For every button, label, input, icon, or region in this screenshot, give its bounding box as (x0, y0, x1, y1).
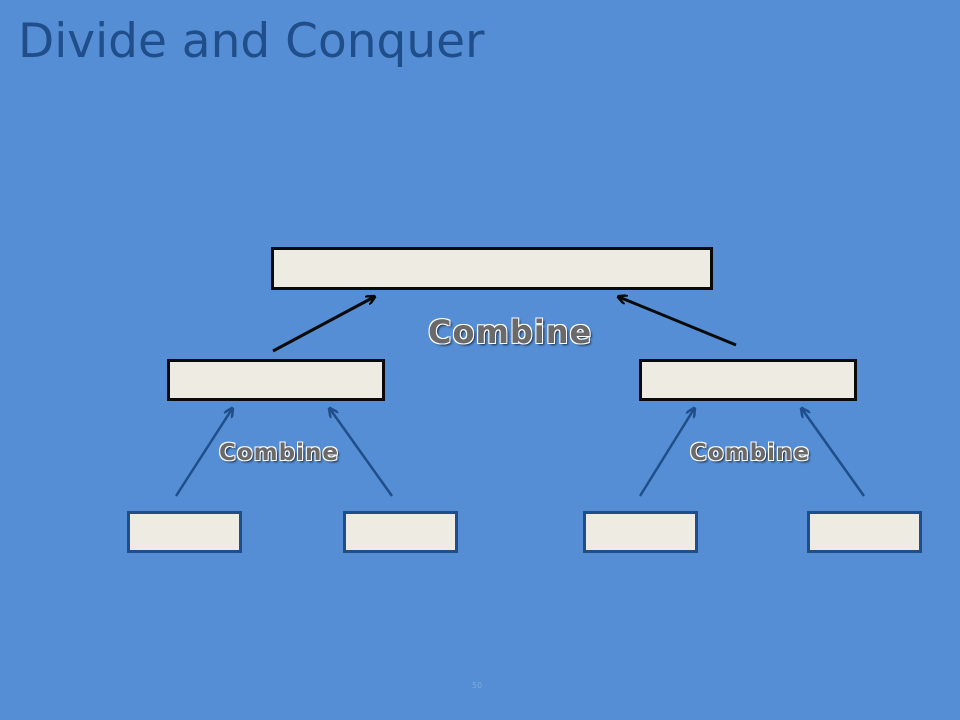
bottom-box-1 (127, 511, 242, 553)
combine-label-right: Combine (690, 440, 810, 466)
mid-right-box (639, 359, 857, 401)
arrow-bottom-4-to-mid-right (802, 409, 866, 497)
slide-title: Divide and Conquer (18, 14, 485, 69)
bottom-box-3 (583, 511, 698, 553)
combine-label-left: Combine (219, 440, 339, 466)
arrow-mid-left-to-top (272, 297, 374, 353)
arrow-bottom-2-to-mid-left (330, 409, 394, 497)
mid-left-box (167, 359, 385, 401)
bottom-box-4 (807, 511, 922, 553)
page-number: 50 (472, 681, 483, 690)
arrow-mid-right-to-top (619, 297, 737, 347)
combine-label-top: Combine (428, 313, 593, 351)
bottom-box-2 (343, 511, 458, 553)
arrow-bottom-3-to-mid-right (638, 409, 694, 497)
top-box (271, 247, 713, 290)
arrow-bottom-1-to-mid-left (174, 409, 232, 497)
